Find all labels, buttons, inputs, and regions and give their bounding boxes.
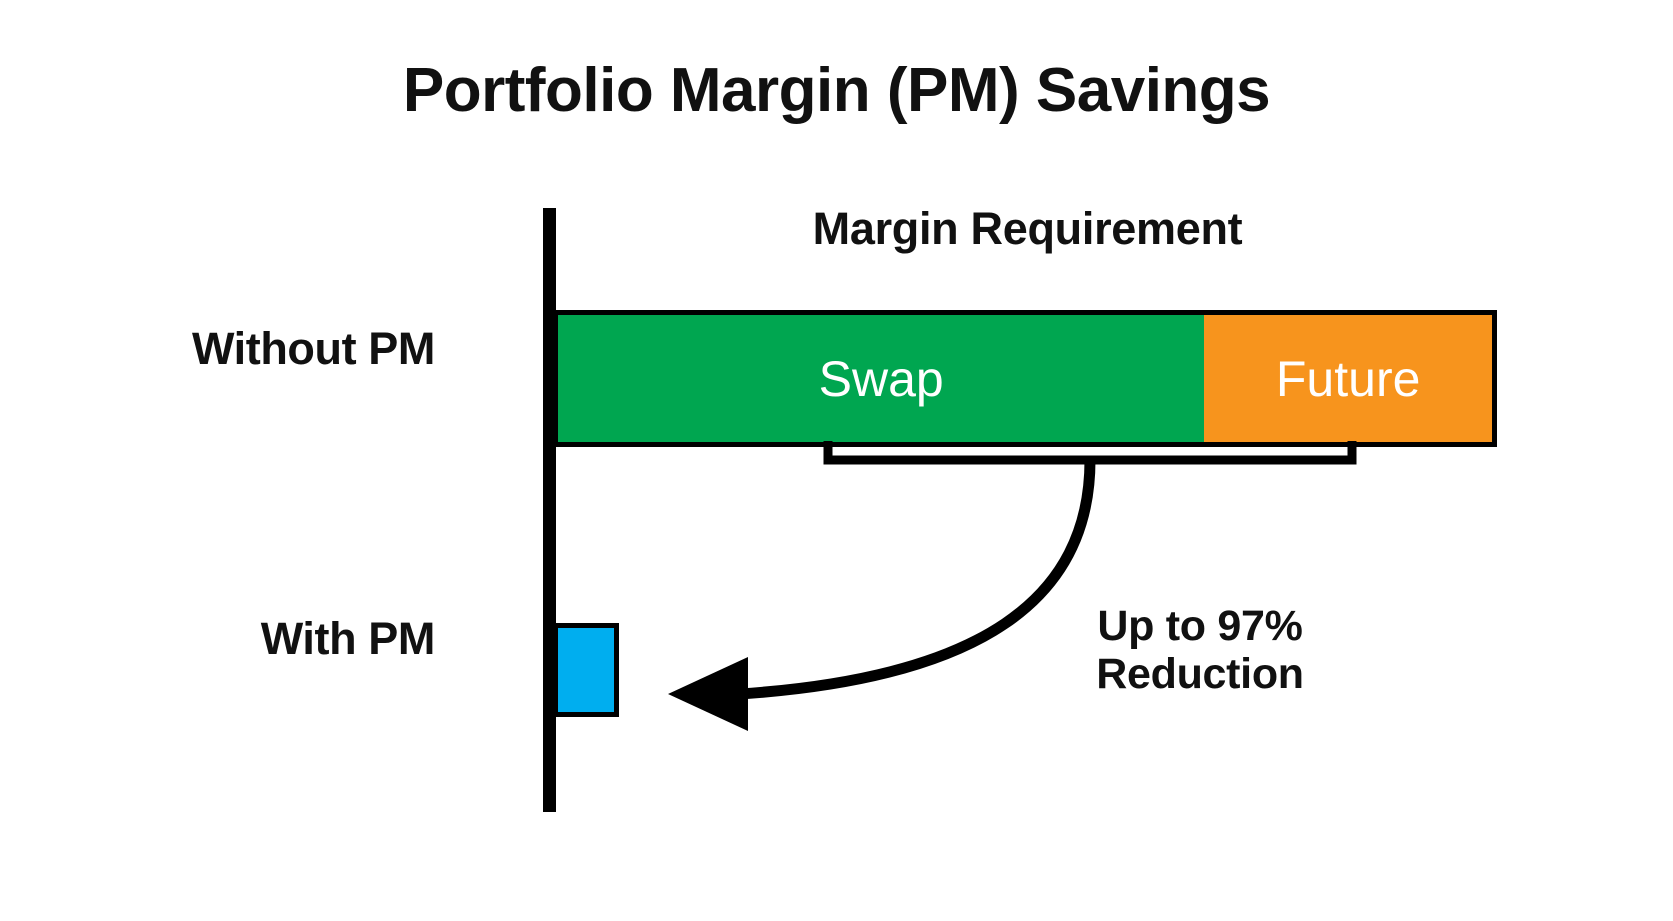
bar-without-pm: Swap Future (553, 310, 1497, 447)
y-axis-line (543, 208, 556, 812)
bar-with-pm (553, 623, 619, 717)
bar-segment-swap-label: Swap (818, 350, 944, 407)
category-label-with-pm: With PM (260, 613, 436, 664)
bar-segment-future: Future (1204, 315, 1492, 442)
reduction-callout: Up to 97% Reduction (1020, 602, 1380, 698)
page-title: Portfolio Margin (PM) Savings (402, 56, 1271, 125)
reduction-callout-line-2: Reduction (1096, 650, 1304, 699)
axis-header-label: Margin Requirement (812, 203, 1243, 254)
category-label-without-pm: Without PM (191, 323, 435, 374)
bar-segment-future-label: Future (1275, 350, 1421, 407)
reduction-callout-line-1: Up to 97% (1097, 602, 1303, 650)
bar-segment-swap: Swap (558, 315, 1205, 442)
